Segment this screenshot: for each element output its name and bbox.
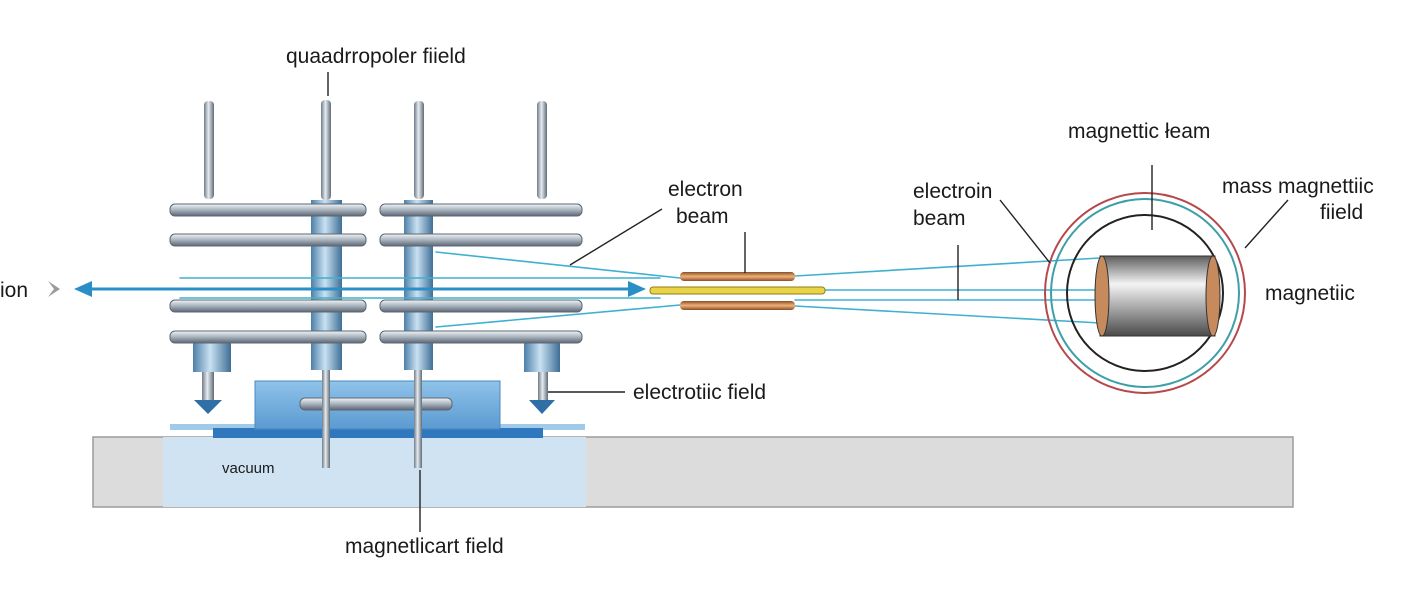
quadrupole-plates: [169, 203, 583, 344]
label-magneticart-field: magnetlicart field: [345, 535, 504, 558]
electron-lens: [649, 272, 826, 310]
magnetic-analyzer: [1044, 192, 1246, 394]
ion-beam-arrow: [48, 281, 646, 297]
beam-lines: [179, 251, 1101, 328]
label-mass-magnetic-line1: mass magnettiic: [1222, 175, 1374, 198]
label-electron-beam-2-line2: beam: [913, 207, 966, 230]
label-electron-beam-1-line1: electron: [668, 178, 743, 201]
label-vacuum: vacuum: [222, 460, 275, 477]
label-quadrupole-field: quaadrropoler fiield: [286, 45, 466, 68]
label-electron-beam-1-line2: beam: [676, 205, 729, 228]
label-ion: ion: [0, 279, 28, 302]
labels: quaadrropoler fiield electron beam elect…: [0, 45, 1374, 558]
label-magnetic: magnetiic: [1265, 282, 1355, 305]
vacuum-region: [163, 437, 586, 507]
base-slab: [92, 436, 1294, 508]
top-rods: [204, 100, 547, 200]
leader-lines: [327, 72, 1289, 532]
support-block: [170, 380, 585, 438]
label-electron-beam-2-line1: electroin: [913, 180, 992, 203]
label-magnetic-beam: magnettic łeam: [1068, 120, 1210, 143]
label-mass-magnetic-line2: fiield: [1320, 201, 1363, 224]
label-electrotic-field: electrotiic field: [633, 381, 766, 404]
